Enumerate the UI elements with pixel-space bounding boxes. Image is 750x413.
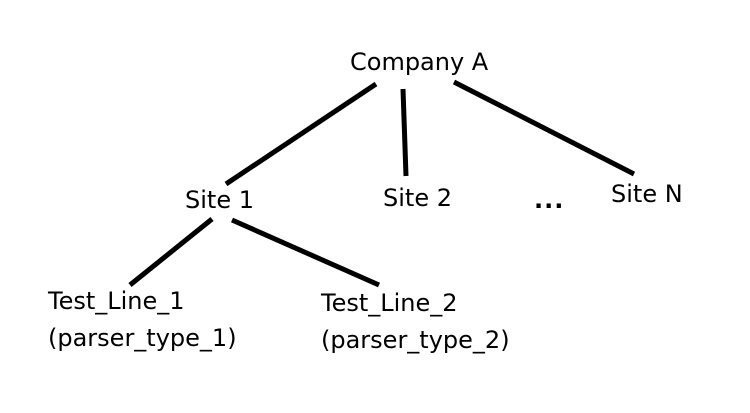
- test-line-2-parser: (parser_type_2): [321, 326, 510, 354]
- node-site-n: Site N: [611, 180, 683, 208]
- ellipsis-more-sites: ...: [534, 186, 565, 214]
- node-test-line-1: Test_Line_1 (parser_type_1): [48, 283, 237, 357]
- edge-site1-testline2: [230, 217, 381, 288]
- node-company-a: Company A: [350, 48, 489, 76]
- node-test-line-2: Test_Line_2 (parser_type_2): [321, 285, 510, 359]
- test-line-1-name: Test_Line_1: [48, 287, 185, 315]
- edge-site1-testline1: [128, 217, 214, 287]
- edge-company-siten: [452, 79, 636, 177]
- node-site-2: Site 2: [383, 184, 452, 212]
- edge-company-site1: [224, 81, 378, 187]
- edge-company-site2: [400, 88, 409, 177]
- test-line-2-name: Test_Line_2: [321, 289, 458, 317]
- test-line-1-parser: (parser_type_1): [48, 324, 237, 352]
- node-site-1: Site 1: [185, 186, 254, 214]
